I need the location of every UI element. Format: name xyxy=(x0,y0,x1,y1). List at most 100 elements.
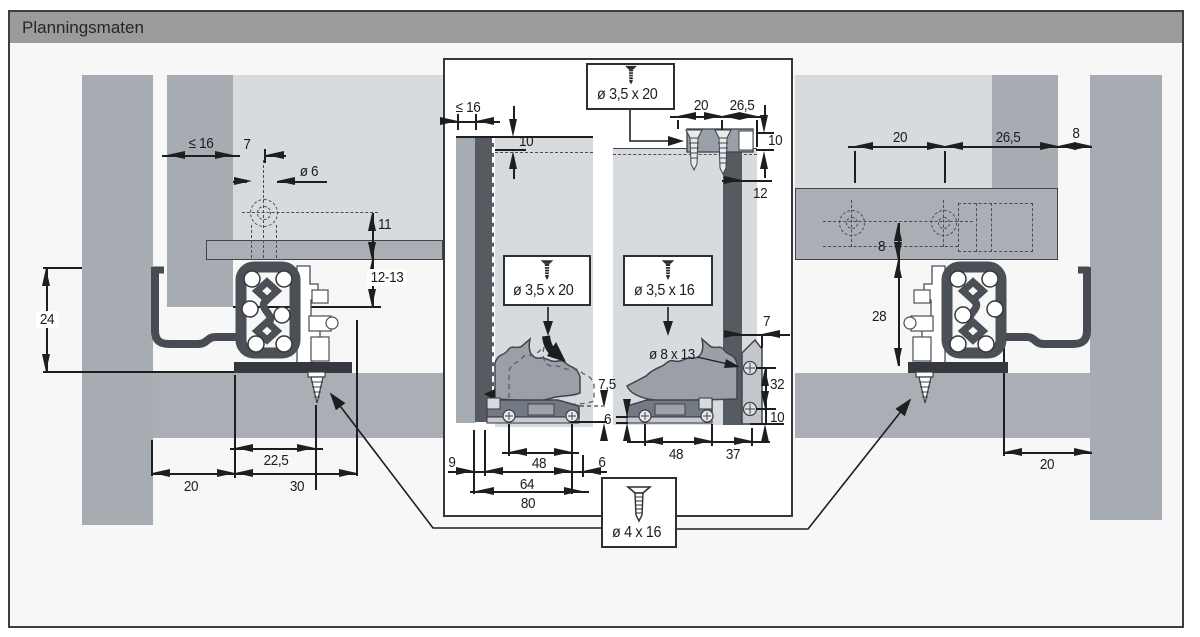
dim-arrow xyxy=(234,177,252,185)
dim-label-euro-screw: ø 8 x 13 xyxy=(649,346,695,363)
dim-line xyxy=(722,180,772,182)
screw-spec-bottom: ø 4 x 16 xyxy=(611,524,662,541)
dim-arrow xyxy=(235,469,253,477)
dim-arrow xyxy=(761,368,769,386)
hole-outline xyxy=(250,199,278,227)
screw-icon xyxy=(540,260,554,280)
dim-arrow xyxy=(724,330,742,338)
dim-arrow xyxy=(762,330,780,338)
ext-line xyxy=(616,422,628,424)
dim-label-12: 12 xyxy=(753,185,768,202)
hole-axis-line xyxy=(263,160,264,258)
dim-label-inset-10: 10 xyxy=(519,133,534,150)
dim-arrow xyxy=(368,289,376,307)
dim-arrow xyxy=(1040,142,1058,150)
ext-line xyxy=(233,306,381,308)
dim-arrow xyxy=(476,487,494,495)
dim-label-8v: 8 xyxy=(878,238,886,255)
ext-line xyxy=(264,149,266,163)
dim-arrow xyxy=(235,444,253,452)
dim-arrow xyxy=(42,354,50,372)
dim-label-26-5r: 26,5 xyxy=(995,129,1021,146)
dim-arrow xyxy=(894,242,902,260)
dim-arrow xyxy=(724,176,742,184)
dim-arrow xyxy=(485,467,503,475)
dim-arrow xyxy=(564,487,582,495)
dim-line xyxy=(726,334,790,336)
dim-arrow xyxy=(1074,448,1092,456)
cabinet-bottom-right xyxy=(795,373,1090,438)
page-title: Planningsmaten xyxy=(22,17,144,37)
dim-arrow xyxy=(734,437,752,445)
dim-label-20r: 20 xyxy=(892,129,908,146)
dim-arrow xyxy=(42,268,50,286)
ext-line xyxy=(582,455,584,477)
dim-label-panel-max: ≤ 16 xyxy=(188,135,214,152)
dim-arrow xyxy=(600,423,608,441)
dim-arrow xyxy=(760,115,768,133)
dim-arrow xyxy=(623,423,631,441)
bracket-dashed-line xyxy=(823,246,958,247)
ext-line xyxy=(43,267,82,269)
dim-label-64: 64 xyxy=(519,476,535,493)
cabinet-bottom-left xyxy=(153,373,443,438)
dim-arrow xyxy=(456,467,474,475)
dim-line xyxy=(764,169,766,178)
dim-label-20: 20 xyxy=(183,478,199,495)
screw-spec-top: ø 3,5 x 20 xyxy=(596,86,658,103)
dim-label-6-left: 6 xyxy=(604,411,612,428)
dim-label-inset-panel-max: ≤ 16 xyxy=(455,99,481,116)
dim-arrow xyxy=(440,117,458,125)
drawer-back-edge-right xyxy=(992,75,1058,188)
dim-arrow xyxy=(761,391,769,409)
dim-arrow xyxy=(277,177,295,185)
ext-line xyxy=(1003,330,1005,456)
hole-wall-line xyxy=(276,225,277,258)
screw-spec-left: ø 3,5 x 20 xyxy=(513,282,574,299)
dim-label-48-right: 48 xyxy=(668,446,684,463)
dim-arrow xyxy=(297,444,315,452)
ext-line xyxy=(944,151,946,183)
dim-label-32: 32 xyxy=(770,376,785,393)
center-line xyxy=(823,221,973,222)
hole-outline xyxy=(839,210,865,236)
dim-line xyxy=(440,121,500,123)
ext-line xyxy=(484,430,486,476)
dim-arrow xyxy=(217,469,235,477)
dim-line xyxy=(277,181,327,183)
dim-arrow xyxy=(1058,142,1076,150)
ext-line xyxy=(356,320,358,476)
title-bar: Planningsmaten xyxy=(10,12,1182,43)
dim-arrow xyxy=(694,437,712,445)
dim-label-26-5-inset: 26,5 xyxy=(729,97,755,114)
hole-outline xyxy=(931,210,957,236)
screw-icon xyxy=(624,65,637,85)
ext-line xyxy=(473,430,475,494)
dim-arrow xyxy=(509,119,517,137)
dim-label-7-5: 7,5 xyxy=(598,376,616,393)
hole-wall-line xyxy=(251,225,252,258)
inset-ref-dashed-line xyxy=(495,152,593,153)
dim-label-11: 11 xyxy=(378,216,392,233)
hole-outline-inner xyxy=(846,217,858,229)
dim-label-20b: 20 xyxy=(1039,456,1055,473)
dim-label-8r: 8 xyxy=(1072,125,1080,142)
screw-icon xyxy=(625,486,653,523)
dim-label-12-13: 12-13 xyxy=(367,269,407,286)
drawer-bottom-panel-right xyxy=(795,188,1058,260)
ext-line xyxy=(508,424,510,456)
dim-label-37: 37 xyxy=(725,446,741,463)
hole-outline-inner xyxy=(257,206,271,220)
inset-ref-dashed-line xyxy=(613,154,757,155)
dim-label-10-bottom: 10 xyxy=(770,409,785,426)
bracket-dashed-line xyxy=(991,203,992,252)
inset-top-edge xyxy=(456,136,593,138)
dim-arrow xyxy=(855,142,873,150)
dim-label-10-top: 10 xyxy=(768,132,783,149)
screw-icon xyxy=(661,260,675,280)
cabinet-right-side-panel xyxy=(1090,75,1162,520)
cabinet-left-side-panel xyxy=(82,75,153,525)
ext-line xyxy=(616,416,628,418)
dim-arrow xyxy=(509,448,527,456)
